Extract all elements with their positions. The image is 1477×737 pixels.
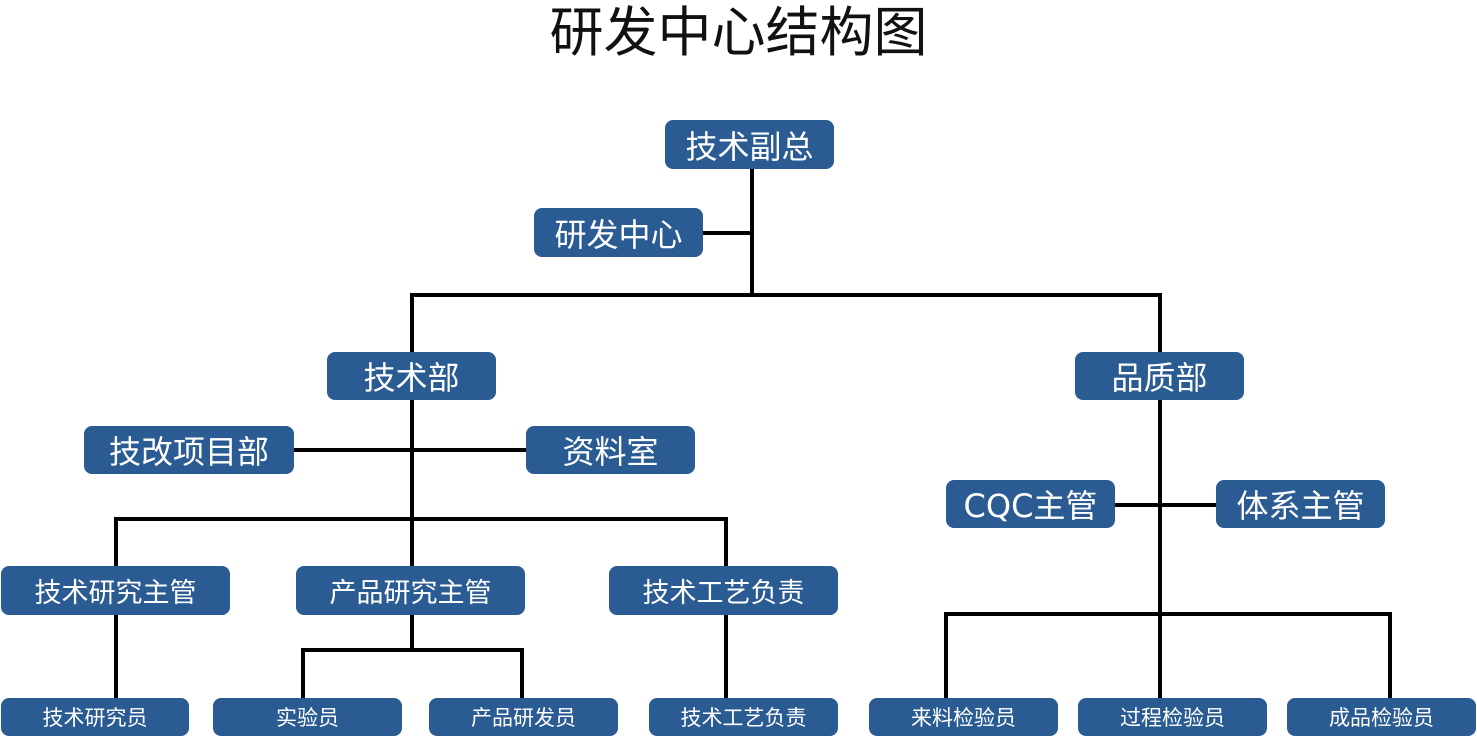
- node-tech-process-staff: 技术工艺负责: [649, 698, 838, 736]
- node-archive-room: 资料室: [526, 426, 695, 474]
- node-lab-staff: 实验员: [213, 698, 402, 736]
- page-title: 研发中心结构图: [549, 1, 928, 64]
- node-tech-process-lead: 技术工艺负责: [609, 566, 838, 615]
- node-tech-research-supervisor: 技术研究主管: [1, 566, 230, 615]
- node-process-inspector: 过程检验员: [1078, 698, 1267, 736]
- node-cqc-supervisor: CQC主管: [946, 480, 1115, 528]
- node-product-research-supervisor: 产品研究主管: [296, 566, 525, 615]
- node-finished-inspector: 成品检验员: [1287, 698, 1476, 736]
- node-incoming-inspector: 来料检验员: [869, 698, 1058, 736]
- node-tech-reform-dept: 技改项目部: [84, 426, 294, 474]
- node-product-developer: 产品研发员: [429, 698, 618, 736]
- node-rd-center: 研发中心: [534, 208, 703, 257]
- node-tech-researcher: 技术研究员: [1, 698, 189, 736]
- node-system-supervisor: 体系主管: [1216, 480, 1385, 528]
- node-tech-dept: 技术部: [327, 352, 496, 400]
- node-vp-tech: 技术副总: [665, 120, 834, 169]
- node-quality-dept: 品质部: [1075, 352, 1244, 400]
